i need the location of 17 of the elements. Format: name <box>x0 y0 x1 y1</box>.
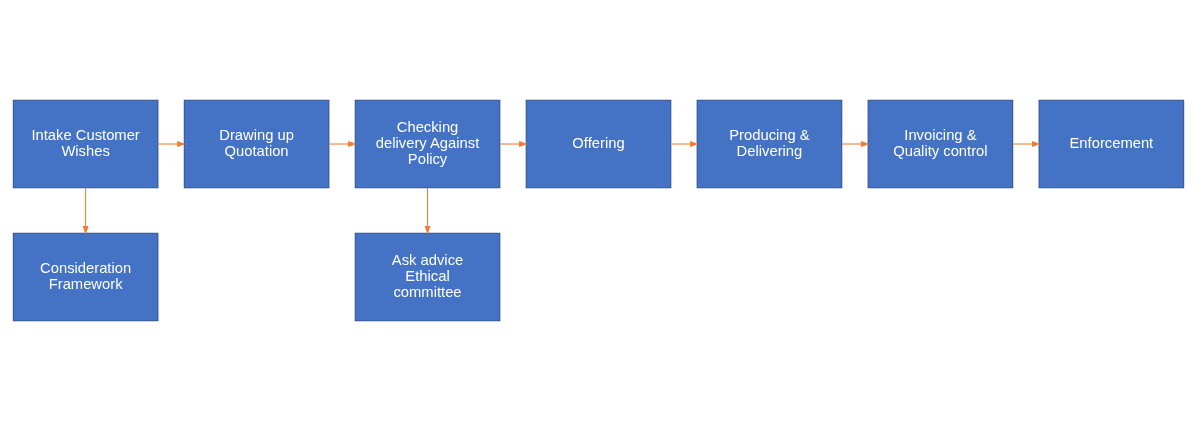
arrow <box>157 141 186 147</box>
node-box: Offering <box>525 99 672 189</box>
arrow <box>841 141 870 147</box>
arrow <box>82 187 89 235</box>
node-box: Producing & Delivering <box>696 99 843 189</box>
arrow <box>499 141 528 147</box>
arrow <box>424 187 431 235</box>
arrow <box>670 141 699 147</box>
node-box: Ask advice Ethical committee <box>354 232 501 322</box>
node-box: Drawing up Quotation <box>183 99 330 189</box>
node-box: Invoicing & Quality control <box>867 99 1014 189</box>
node-box: Enforcement <box>1038 99 1185 189</box>
node-box: Consideration Framework <box>12 232 159 322</box>
arrow <box>1012 141 1041 147</box>
node-box: Checking delivery Against Policy <box>354 99 501 189</box>
node-box: Intake Customer Wishes <box>12 99 159 189</box>
arrow <box>328 141 357 147</box>
